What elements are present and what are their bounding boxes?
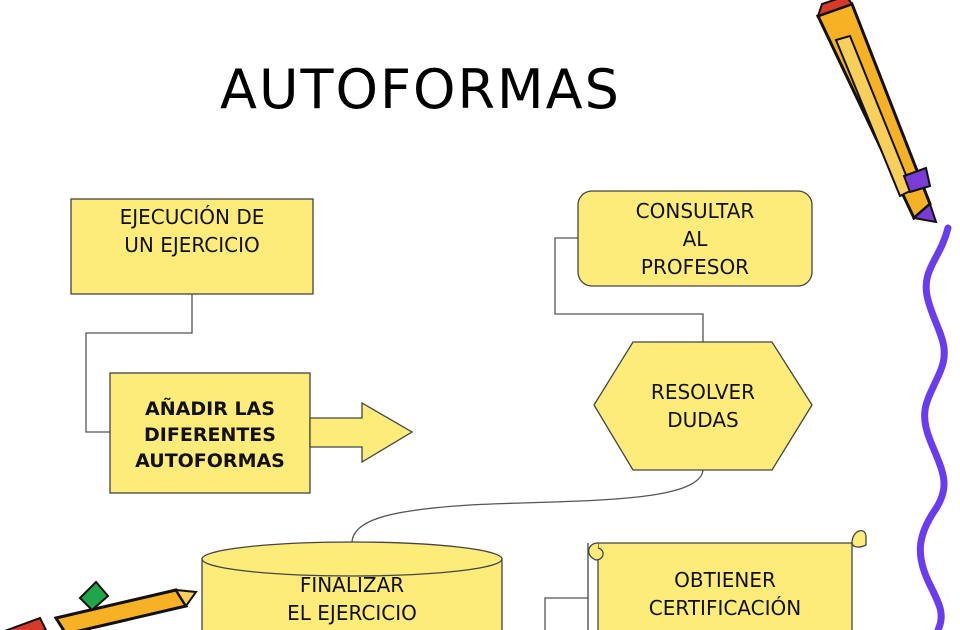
label-line: AL bbox=[682, 227, 708, 251]
label-line: PROFESOR bbox=[640, 255, 750, 279]
label-line: AÑADIR LAS bbox=[145, 398, 275, 420]
shape-anadir-rectangle bbox=[109, 372, 311, 494]
pencils-icon bbox=[4, 580, 198, 630]
shape-consultar-label: CONSULTAR AL PROFESOR bbox=[578, 197, 812, 281]
label-line: OBTIENER bbox=[674, 568, 776, 592]
shape-finalizar-cylinder-top bbox=[201, 541, 503, 577]
shape-anadir-label: AÑADIR LAS DIFERENTES AUTOFORMAS bbox=[110, 396, 310, 474]
shape-obtiene-scroll-top-curl bbox=[851, 529, 867, 548]
shape-obtiene-label: OBTIENER CERTIFICACIÓN bbox=[598, 566, 852, 622]
shape-resolver-label: RESOLVER DUDAS bbox=[594, 378, 812, 434]
label-line: DIFERENTES bbox=[144, 424, 276, 446]
connector-consultar-resolver bbox=[554, 237, 704, 342]
label-line: EL EJERCICIO bbox=[287, 601, 417, 625]
shape-consultar-rounded-rectangle bbox=[577, 190, 813, 287]
shape-obtiene-scroll-left-curl bbox=[588, 542, 604, 561]
connector-ejecucion-anadir bbox=[85, 294, 193, 433]
label-line: CONSULTAR bbox=[635, 199, 755, 223]
shape-finalizar-label: FINALIZAR EL EJERCICIO bbox=[202, 571, 502, 627]
label-line: AUTOFORMAS bbox=[135, 450, 285, 472]
label-line: FINALIZAR bbox=[299, 573, 405, 597]
shape-ejecucion-label: EJECUCIÓN DE UN EJERCICIO bbox=[71, 203, 313, 259]
label-line: RESOLVER bbox=[650, 380, 756, 404]
label-line: CERTIFICACIÓN bbox=[648, 596, 802, 620]
slide-title: AUTOFORMAS bbox=[220, 58, 621, 121]
decorative-squiggle bbox=[916, 224, 952, 630]
connector-finalizar-obtiene bbox=[544, 597, 588, 630]
label-line: EJECUCIÓN DE bbox=[119, 205, 265, 229]
shape-obtiene-scroll bbox=[597, 542, 853, 630]
shape-ejecucion-rectangle bbox=[70, 198, 314, 295]
pencil-icon bbox=[815, 0, 938, 224]
label-line: UN EJERCICIO bbox=[124, 233, 260, 257]
label-line: DUDAS bbox=[667, 408, 739, 432]
shape-anadir-arrow bbox=[309, 401, 414, 464]
connector-resolver-finalizar bbox=[351, 469, 704, 546]
shape-resolver-hexagon bbox=[593, 341, 813, 471]
